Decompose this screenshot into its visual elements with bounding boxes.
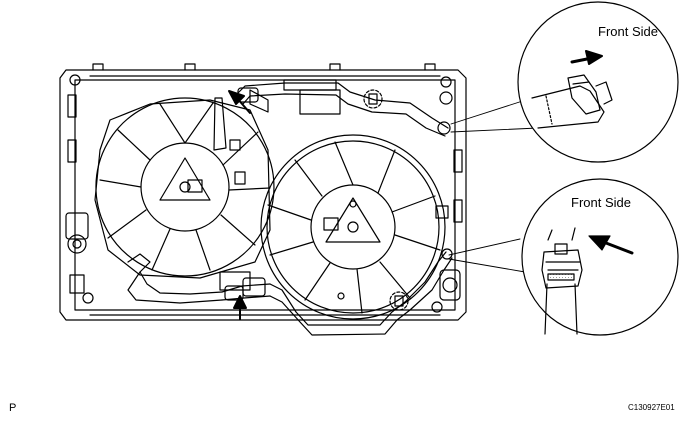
arrow-icon	[588, 235, 634, 255]
arrow-icon	[228, 90, 251, 114]
lower-hose	[127, 248, 453, 336]
leader-lines	[448, 97, 539, 273]
right-fan	[260, 134, 449, 320]
corner-mark: P	[9, 402, 17, 414]
left-fan	[94, 97, 275, 279]
upper-hose	[213, 79, 453, 151]
dashed-circle-icon	[389, 291, 409, 311]
arrow-icon	[233, 295, 247, 320]
clamp-icon	[541, 243, 583, 289]
arrow-icon	[570, 50, 603, 65]
dashed-circle-icon	[363, 89, 383, 109]
bottom-detail-view	[521, 178, 679, 336]
top-detail-view	[517, 1, 679, 163]
clamp-icon	[567, 74, 613, 115]
front-side-label-bottom: Front Side	[571, 195, 631, 210]
front-side-label-top: Front Side	[598, 24, 658, 39]
left-fan-blades	[99, 102, 271, 271]
figure-code: C130927E01	[628, 403, 675, 412]
right-fan-blades	[267, 141, 441, 314]
